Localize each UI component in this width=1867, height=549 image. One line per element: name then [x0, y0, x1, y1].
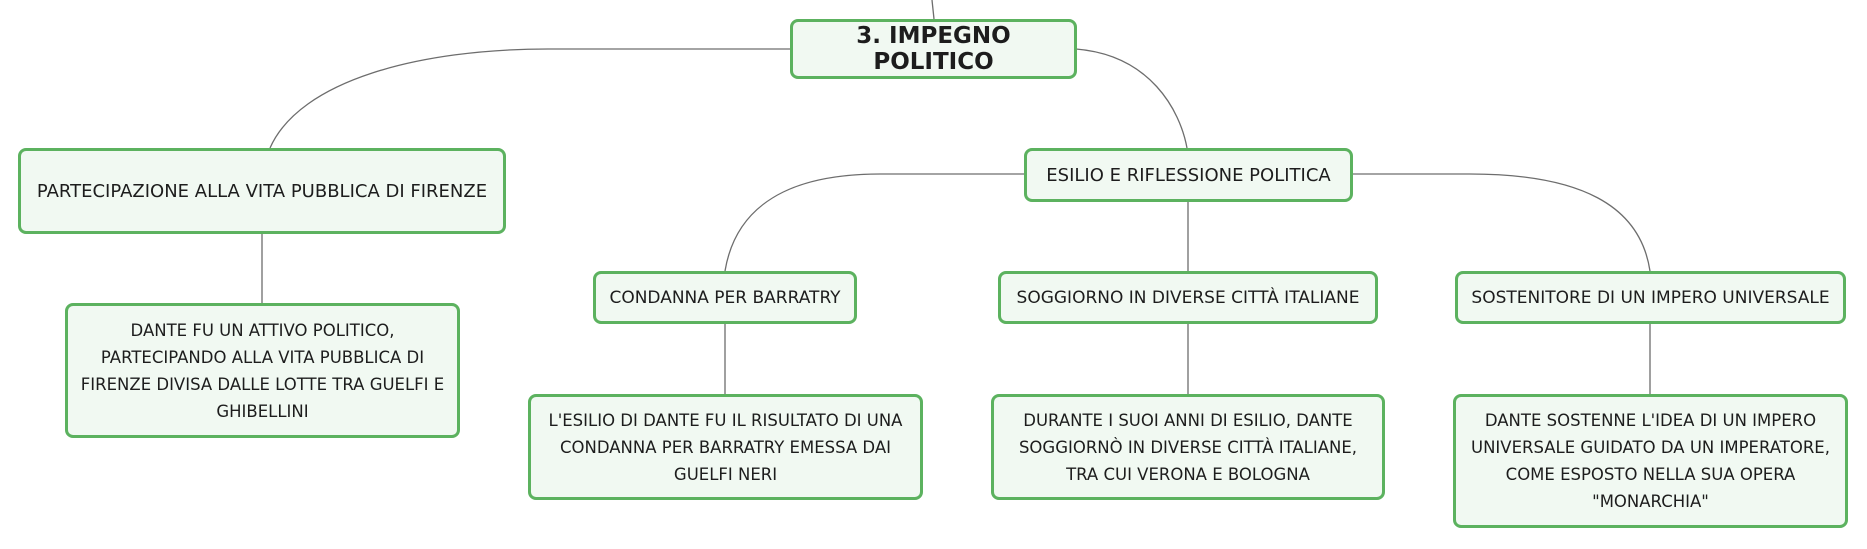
branch-node-label: PARTECIPAZIONE ALLA VITA PUBBLICA DI FIR…: [36, 180, 488, 202]
detail-node-condanna[interactable]: L'ESILIO DI DANTE FU IL RISULTATO DI UNA…: [528, 394, 923, 500]
branch-node-label: ESILIO E RIFLESSIONE POLITICA: [1046, 164, 1331, 186]
connector-exile-to-sostenitore: [1352, 173, 1651, 272]
topic-node-soggiorno[interactable]: SOGGIORNO IN DIVERSE CITTÀ ITALIANE: [998, 271, 1378, 324]
connector-root-to-public-life: [269, 48, 790, 149]
topic-node-sostenitore[interactable]: SOSTENITORE DI UN IMPERO UNIVERSALE: [1455, 271, 1846, 324]
connector-parent-to-root: [931, 0, 935, 20]
branch-node-public-life[interactable]: PARTECIPAZIONE ALLA VITA PUBBLICA DI FIR…: [18, 148, 506, 234]
connector-exile-to-condanna: [724, 173, 1024, 272]
detail-node-text: DURANTE I SUOI ANNI DI ESILIO, DANTE SOG…: [1018, 410, 1358, 484]
detail-node-text: L'ESILIO DI DANTE FU IL RISULTATO DI UNA…: [548, 410, 903, 484]
detail-node-text: DANTE FU UN ATTIVO POLITICO, PARTECIPAND…: [80, 320, 445, 421]
topic-node-condanna[interactable]: CONDANNA PER BARRATRY: [593, 271, 857, 324]
detail-node-public-life[interactable]: DANTE FU UN ATTIVO POLITICO, PARTECIPAND…: [65, 303, 460, 438]
topic-node-label: SOGGIORNO IN DIVERSE CITTÀ ITALIANE: [1016, 287, 1360, 308]
topic-node-label: SOSTENITORE DI UN IMPERO UNIVERSALE: [1471, 287, 1830, 308]
detail-node-text: DANTE SOSTENNE L'IDEA DI UN IMPERO UNIVE…: [1471, 411, 1830, 511]
topic-node-label: CONDANNA PER BARRATRY: [609, 287, 841, 308]
root-node[interactable]: 3. IMPEGNO POLITICO: [790, 19, 1077, 79]
detail-node-soggiorno[interactable]: DURANTE I SUOI ANNI DI ESILIO, DANTE SOG…: [991, 394, 1385, 500]
root-node-label: 3. IMPEGNO POLITICO: [856, 23, 1011, 75]
detail-node-sostenitore[interactable]: DANTE SOSTENNE L'IDEA DI UN IMPERO UNIVE…: [1453, 394, 1848, 528]
branch-node-exile[interactable]: ESILIO E RIFLESSIONE POLITICA: [1024, 148, 1353, 202]
connector-root-to-exile: [1075, 48, 1188, 149]
